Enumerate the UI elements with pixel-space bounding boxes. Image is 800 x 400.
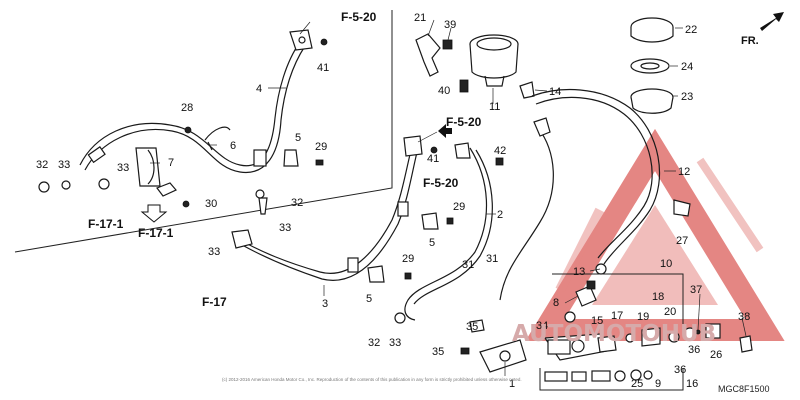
reference-arrow-f-17-1 bbox=[140, 204, 168, 223]
callout-38: 38 bbox=[738, 311, 750, 323]
leader-lines bbox=[150, 19, 747, 376]
callout-5a: 5 bbox=[295, 132, 301, 144]
callout-36a: 36 bbox=[688, 344, 700, 356]
upper-brake-hose-assembly bbox=[38, 29, 328, 208]
callout-41a: 41 bbox=[317, 62, 329, 74]
callout-30: 30 bbox=[205, 198, 217, 210]
callout-35a: 35 bbox=[466, 321, 478, 333]
ref-f-17: F-17 bbox=[202, 295, 227, 309]
thin-hose bbox=[499, 117, 554, 301]
callout-31a: 31 bbox=[462, 259, 474, 271]
ref-f-17-1-left: F-17-1 bbox=[88, 217, 124, 231]
callout-29a: 29 bbox=[315, 141, 327, 153]
callout-1: 1 bbox=[509, 378, 515, 390]
callout-33b: 33 bbox=[117, 162, 129, 174]
callout-23: 23 bbox=[681, 91, 693, 103]
callout-8: 8 bbox=[553, 297, 559, 309]
watermark-text: AUTOMOTOHUB bbox=[512, 321, 716, 347]
callout-18: 18 bbox=[652, 291, 664, 303]
callout-41b: 41 bbox=[427, 153, 439, 165]
callout-7: 7 bbox=[168, 157, 174, 169]
reservoir-assembly bbox=[415, 17, 674, 114]
diagram-code: MGC8F1500 bbox=[718, 384, 770, 394]
front-direction-label: FR. bbox=[741, 35, 759, 47]
ref-f-17-1-arrow: F-17-1 bbox=[138, 226, 174, 240]
callout-40: 40 bbox=[438, 85, 450, 97]
callout-19: 19 bbox=[637, 311, 649, 323]
callout-9: 9 bbox=[655, 378, 661, 390]
callout-35b: 35 bbox=[432, 346, 444, 358]
callout-32c: 32 bbox=[368, 337, 380, 349]
callout-3: 3 bbox=[322, 298, 328, 310]
callout-28: 28 bbox=[181, 102, 193, 114]
callout-4: 4 bbox=[256, 83, 262, 95]
copyright-notice: (c) 2012-2016 American Honda Motor Co., … bbox=[222, 377, 522, 382]
brake-hose-2 bbox=[394, 147, 504, 324]
callout-33a: 33 bbox=[58, 159, 70, 171]
callout-10: 10 bbox=[660, 258, 672, 270]
master-cylinder-assembly bbox=[460, 280, 753, 382]
watermark-logo bbox=[525, 128, 785, 341]
callout-37: 37 bbox=[690, 284, 702, 296]
reference-arrow-f-5-20 bbox=[438, 124, 452, 138]
callout-11: 11 bbox=[489, 101, 500, 113]
callout-6: 6 bbox=[230, 140, 236, 152]
callout-33e: 33 bbox=[389, 337, 401, 349]
callout-21: 21 bbox=[414, 12, 426, 24]
callout-5b: 5 bbox=[429, 237, 435, 249]
callout-27: 27 bbox=[676, 235, 688, 247]
callout-34: 34 bbox=[536, 320, 548, 332]
callout-33d: 33 bbox=[208, 246, 220, 258]
reference-labels: F-5-20 F-5-20 F-5-20 F-17-1 F-17-1 F-17 bbox=[88, 10, 482, 309]
callout-36b: 36 bbox=[674, 364, 686, 376]
callout-16: 16 bbox=[686, 378, 698, 390]
callout-12: 12 bbox=[678, 166, 690, 178]
kit-bracket-10 bbox=[552, 273, 684, 324]
callout-24: 24 bbox=[681, 61, 693, 73]
callout-5c: 5 bbox=[366, 293, 372, 305]
callout-29c: 29 bbox=[402, 253, 414, 265]
section-frame bbox=[14, 10, 393, 253]
callout-13: 13 bbox=[573, 266, 585, 278]
callout-39: 39 bbox=[444, 19, 456, 31]
callout-31b: 31 bbox=[486, 253, 498, 265]
callout-17: 17 bbox=[611, 310, 623, 322]
callout-14: 14 bbox=[549, 86, 561, 98]
callout-25: 25 bbox=[631, 378, 643, 390]
callout-20: 20 bbox=[664, 306, 676, 318]
callout-29b: 29 bbox=[453, 201, 465, 213]
callout-32b: 32 bbox=[291, 197, 303, 209]
ref-f-5-20-top: F-5-20 bbox=[341, 10, 377, 24]
callout-33c: 33 bbox=[279, 222, 291, 234]
callout-32a: 32 bbox=[36, 159, 48, 171]
ref-f-5-20-lower: F-5-20 bbox=[423, 176, 459, 190]
reservoir-hose-12 bbox=[531, 89, 691, 275]
ref-f-5-20-middle: F-5-20 bbox=[446, 115, 482, 129]
callout-42: 42 bbox=[494, 145, 506, 157]
callout-22: 22 bbox=[685, 24, 697, 36]
callout-15: 15 bbox=[591, 315, 603, 327]
front-direction-arrow: FR. bbox=[741, 12, 784, 47]
callout-numbers: 1 2 3 4 5 5 5 6 7 8 9 10 11 12 13 14 15 … bbox=[36, 12, 750, 390]
lower-brake-hose-assembly bbox=[231, 135, 471, 283]
kit-bracket-16 bbox=[539, 368, 684, 391]
callout-26: 26 bbox=[710, 349, 722, 361]
callout-2: 2 bbox=[497, 209, 503, 221]
